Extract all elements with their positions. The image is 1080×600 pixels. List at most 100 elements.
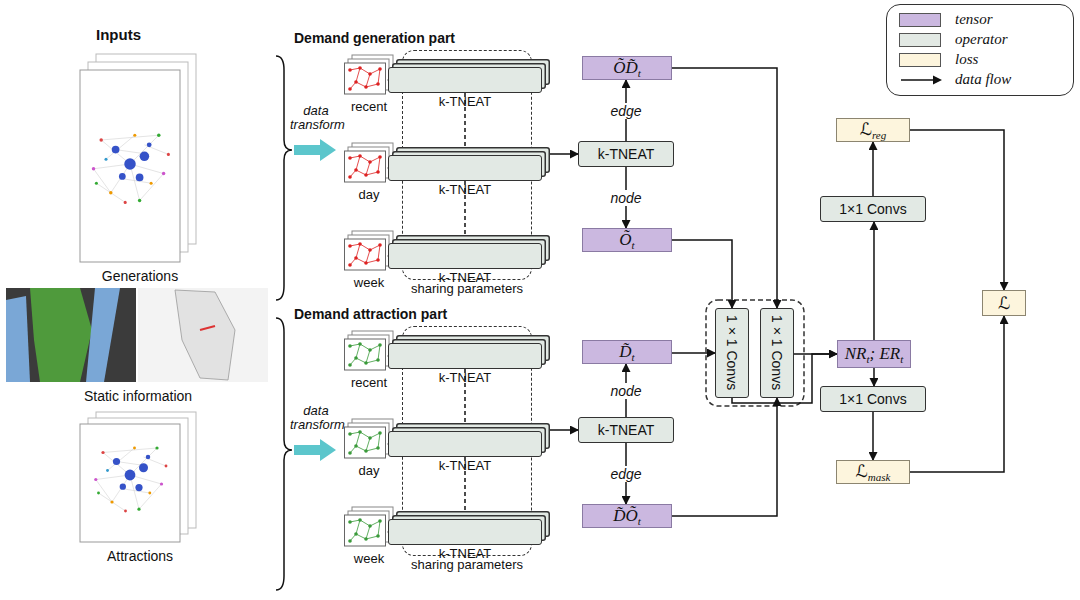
node-text: ; ER: [870, 344, 901, 363]
loss-box: ℒ: [982, 290, 1026, 316]
legend-text: loss: [955, 51, 978, 68]
drawing-part: [345, 143, 394, 182]
node-text: ℒ: [998, 294, 1010, 313]
drawing-part: [175, 290, 235, 380]
node-text: day: [359, 187, 380, 202]
node-text: Generations: [102, 268, 178, 284]
subscript: t: [632, 239, 635, 251]
text-line: Static information: [84, 388, 192, 404]
legend-swatch: [899, 53, 941, 67]
operator-stack: k-TNEAT: [388, 155, 542, 181]
tensor-box: ÕD̃t: [582, 56, 672, 80]
edge-label: node: [608, 190, 643, 206]
loss-box: ℒreg: [836, 118, 910, 142]
subscript: t: [638, 67, 641, 79]
subscript: t: [866, 353, 869, 365]
text-line: NRt; ERt: [845, 344, 904, 365]
drawing-part: [138, 288, 268, 382]
operator-box: k-TNEAT: [578, 141, 674, 167]
node-text: ℒ: [860, 120, 872, 139]
node-text: k-TNEAT: [598, 422, 655, 438]
node-text: k-TNEAT: [439, 94, 491, 109]
node-text: week: [354, 275, 384, 290]
text-line: k-TNEAT: [369, 270, 561, 285]
node-text: recent: [351, 99, 387, 114]
legend-line: [899, 71, 945, 89]
legend-row: tensor: [899, 11, 1069, 29]
drawing-part: [933, 76, 942, 85]
text-line: ℒmask: [856, 461, 891, 483]
text-line: k-TNEAT: [369, 182, 561, 197]
text-line: k-TNEAT: [598, 146, 655, 162]
shared-group: sharing parametersk-TNEATk-TNEATk-TNEAT: [402, 326, 532, 556]
data-flow-arrow: [873, 222, 875, 340]
text-line: Generations: [102, 268, 178, 284]
block-arrow: [294, 139, 336, 161]
text-line: ÕD̃t: [613, 58, 641, 79]
shared-group: sharing parametersk-TNEATk-TNEATk-TNEAT: [402, 50, 532, 280]
text-line: D̃t: [619, 342, 634, 363]
part-title: Demand attraction part: [294, 306, 494, 322]
drawing-part: [80, 70, 180, 262]
legend-swatch: [899, 13, 941, 27]
data-flow-arrow: [672, 240, 732, 308]
text-line: k-TNEAT: [369, 94, 561, 109]
legend-row: operator: [899, 31, 1069, 49]
legend-text: operator: [955, 31, 1008, 48]
tensor-box: NRt; ERt: [837, 340, 912, 368]
text-line: D̃Õt: [613, 506, 641, 527]
network-cards: [80, 412, 196, 542]
legend-swatch: [899, 33, 941, 47]
node-text: 1×1 Convs: [839, 391, 906, 407]
transform-label: data transform: [290, 104, 342, 133]
map-image: [6, 288, 268, 382]
drawing-part: [136, 288, 138, 382]
node-text: Attractions: [107, 548, 173, 564]
network-cards: [80, 54, 196, 262]
data-flow-arrow: [872, 412, 874, 460]
node-text: ÕD̃: [613, 58, 638, 77]
operator-stack: k-TNEAT: [388, 343, 542, 369]
node-text: 1×1 Convs: [839, 201, 906, 217]
drawing-part: [92, 133, 170, 203]
text-line: 1×1 Convs: [839, 391, 906, 407]
text-line: 1×1 Convs: [724, 315, 740, 390]
legend: tensor operator loss data flow: [886, 4, 1074, 96]
brace: [276, 56, 292, 300]
drawing-part: [345, 331, 394, 370]
node-text: k-TNEAT: [598, 146, 655, 162]
drawing-part: [80, 424, 180, 542]
text-line: week: [354, 551, 384, 566]
node-text: ℒ: [856, 462, 868, 481]
edge-label: edge: [608, 466, 643, 482]
graph-icon: [345, 55, 394, 270]
drawing-part: [200, 326, 215, 330]
drawing-part: [345, 231, 394, 270]
input-image: Generations: [60, 50, 220, 284]
text-line: day: [359, 187, 380, 202]
subscript: reg: [872, 129, 886, 141]
drawing-part: [345, 507, 394, 546]
node-text: 1×1 Convs: [769, 315, 785, 390]
tensor-box: Õt: [582, 228, 672, 252]
tensor-box: D̃t: [582, 340, 672, 364]
legend-text: tensor: [955, 11, 993, 28]
node-text: D̃: [619, 342, 631, 361]
node-text: k-TNEAT: [439, 458, 491, 473]
legend-text: data flow: [955, 71, 1011, 88]
text-line: k-TNEAT: [369, 370, 561, 385]
text-line: ℒ: [998, 293, 1010, 314]
edge-label: edge: [608, 103, 643, 119]
node-text: NR: [845, 344, 867, 363]
text-line: day: [359, 463, 380, 478]
tensor-box: D̃Õt: [582, 504, 672, 528]
text-line: k-TNEAT: [369, 546, 561, 561]
node-text: D̃Õ: [613, 506, 638, 525]
legend-row: loss: [899, 51, 1069, 69]
loss-box: ℒmask: [836, 460, 910, 484]
data-flow-arrow: [872, 142, 874, 196]
text-line: k-TNEAT: [369, 458, 561, 473]
operator-stack: k-TNEAT: [388, 243, 542, 269]
node-text: k-TNEAT: [439, 370, 491, 385]
transform-label: data transform: [290, 404, 342, 433]
